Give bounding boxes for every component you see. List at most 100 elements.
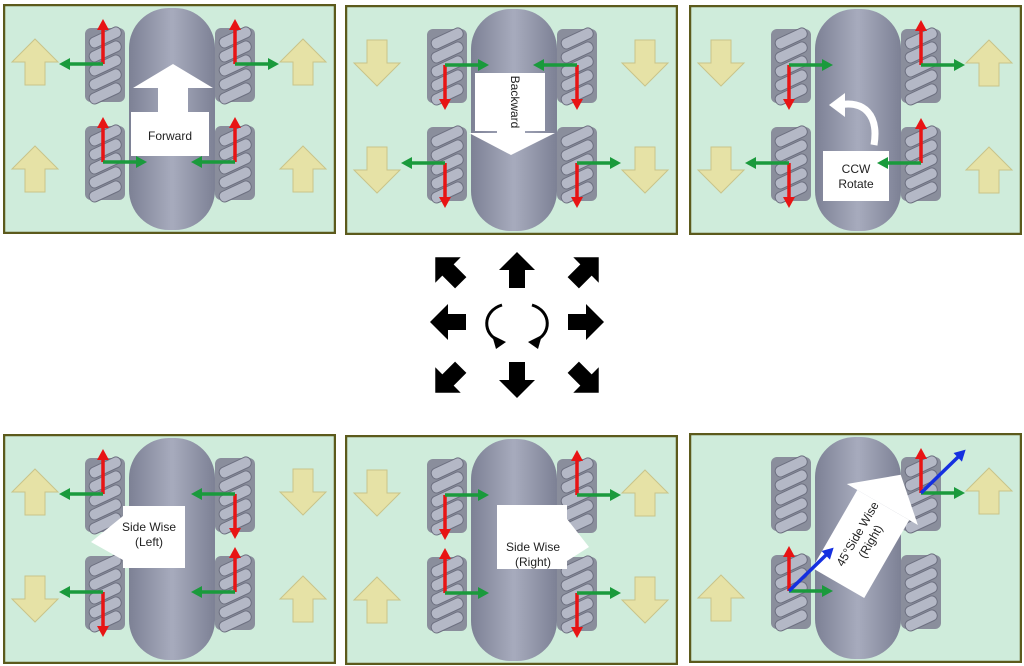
mecanum-wheel [771, 455, 811, 534]
roller-force-arrow-front-right [533, 59, 577, 71]
roller-force-arrow-front-left [59, 488, 103, 500]
wheel-speed-arrow-rear-left [783, 163, 795, 208]
label-text: Rotate [838, 177, 874, 191]
roller-force-arrow-front-left [59, 58, 103, 70]
rotate-ccw-icon [485, 303, 506, 349]
roller-force-arrow-rear-right [191, 586, 235, 598]
motion-arrow-rear-left [696, 146, 746, 194]
roller-force-arrow-front-right [235, 58, 279, 70]
arrow-down-right-icon [567, 361, 599, 393]
motion-label: Backward [469, 73, 555, 155]
motion-label: Side Wise(Left) [91, 506, 185, 568]
arrow-right-icon [568, 304, 604, 340]
roller-force-arrow-front-right [921, 59, 965, 71]
motion-arrow-rear-right [964, 146, 1014, 194]
panel-sidewise-left: Side Wise(Left) [3, 434, 336, 664]
mecanum-wheel [85, 456, 125, 535]
motion-arrow-rear-right [620, 146, 670, 194]
roller-force-arrow-rear-left [745, 157, 789, 169]
roller-force-arrow-rear-left [401, 157, 445, 169]
roller-force-arrow-rear-right [877, 157, 921, 169]
rotate-cw-icon [528, 303, 549, 349]
motion-label: 45°Side Wise(Right) [812, 474, 918, 598]
wheel-speed-arrow-rear-right [571, 593, 583, 638]
roller-force-arrow-rear-left [789, 585, 833, 597]
roller-force-arrow-front-left [789, 59, 833, 71]
motion-arrow-front-right [964, 39, 1014, 87]
motion-arrow-rear-left [352, 576, 402, 624]
wheel-speed-arrow-rear-left [439, 163, 451, 208]
wheel-speed-arrow-front-left [439, 65, 451, 110]
roller-force-arrow-rear-right [191, 156, 235, 168]
motion-arrow-rear-right [278, 145, 328, 193]
resultant-arrow-rear-left [787, 547, 834, 593]
motion-arrow-rear-left [10, 575, 60, 623]
motion-arrow-front-left [10, 38, 60, 86]
roller-force-arrow-rear-left [59, 586, 103, 598]
motion-arrow-front-right [964, 467, 1014, 515]
wheel-speed-arrow-rear-right [229, 547, 241, 592]
roller-force-arrow-rear-right [577, 157, 621, 169]
motion-arrow-front-left [352, 39, 402, 87]
wheel-speed-arrow-rear-right [229, 117, 241, 162]
wheel-speed-arrow-front-left [439, 495, 451, 540]
wheel-speed-arrow-front-right [915, 448, 927, 493]
wheel-speed-arrow-rear-left [97, 117, 109, 162]
svg-text:Side Wise(Right): Side Wise(Right) [506, 540, 560, 569]
panel-forward: Forward [3, 4, 336, 234]
label-text: (Left) [135, 535, 163, 549]
wheel-speed-arrow-rear-right [915, 118, 927, 163]
roller-force-arrow-rear-right [577, 587, 621, 599]
roller-force-arrow-front-left [445, 59, 489, 71]
motion-arrow-rear-right [620, 576, 670, 624]
wheel-speed-arrow-rear-left [97, 592, 109, 637]
panel-45-sidewise-right: 45°Side Wise(Right) [689, 433, 1022, 663]
motion-arrow-front-right [620, 469, 670, 517]
roller-force-arrow-front-right [577, 489, 621, 501]
motion-arrow-front-left [352, 469, 402, 517]
wheel-speed-arrow-front-right [229, 494, 241, 539]
label-text: Side Wise [122, 520, 176, 534]
wheel-speed-arrow-rear-right [571, 163, 583, 208]
motion-arrow-front-right [278, 38, 328, 86]
roller-force-arrow-front-left [445, 489, 489, 501]
motion-arrow-front-left [696, 39, 746, 87]
mecanum-wheel [85, 554, 125, 633]
motion-label: Forward [131, 64, 213, 156]
motion-arrow-front-right [620, 39, 670, 87]
wheel-speed-arrow-front-right [571, 450, 583, 495]
mecanum-wheel [771, 553, 811, 632]
motion-arrow-rear-left [352, 146, 402, 194]
arrow-down-icon [499, 362, 535, 398]
mecanum-wheel [901, 553, 941, 632]
wheel-speed-arrow-front-right [915, 20, 927, 65]
panel-backward: Backward [345, 5, 678, 235]
panel-sidewise-right: Side Wise(Right) [345, 435, 678, 665]
motion-label: Side Wise(Right) [497, 505, 589, 569]
label-text: Forward [148, 129, 192, 143]
wheel-speed-arrow-front-left [97, 19, 109, 64]
motion-arrow-rear-left [696, 574, 746, 622]
wheel-speed-arrow-front-left [97, 449, 109, 494]
mecanum-wheel [427, 125, 467, 204]
roller-force-arrow-rear-left [445, 587, 489, 599]
roller-force-arrow-rear-left [103, 156, 147, 168]
wheel-speed-arrow-front-right [571, 65, 583, 110]
roller-force-arrow-front-right [921, 487, 965, 499]
wheel-speed-arrow-front-left [783, 65, 795, 110]
arrow-up-left-icon [435, 257, 467, 289]
label-text: (Right) [515, 555, 551, 569]
svg-text:Backward: Backward [508, 76, 522, 129]
label-text: Backward [508, 76, 522, 129]
motion-arrow-front-right [278, 468, 328, 516]
svg-text:Side Wise(Left): Side Wise(Left) [122, 520, 176, 549]
label-text: CCW [842, 162, 871, 176]
motion-arrow-rear-left [10, 145, 60, 193]
mecanum-wheel [85, 26, 125, 105]
resultant-arrow-front-right [919, 449, 966, 495]
roller-force-arrow-front-right [191, 488, 235, 500]
mecanum-wheel [771, 125, 811, 204]
label-text: Side Wise [506, 540, 560, 554]
